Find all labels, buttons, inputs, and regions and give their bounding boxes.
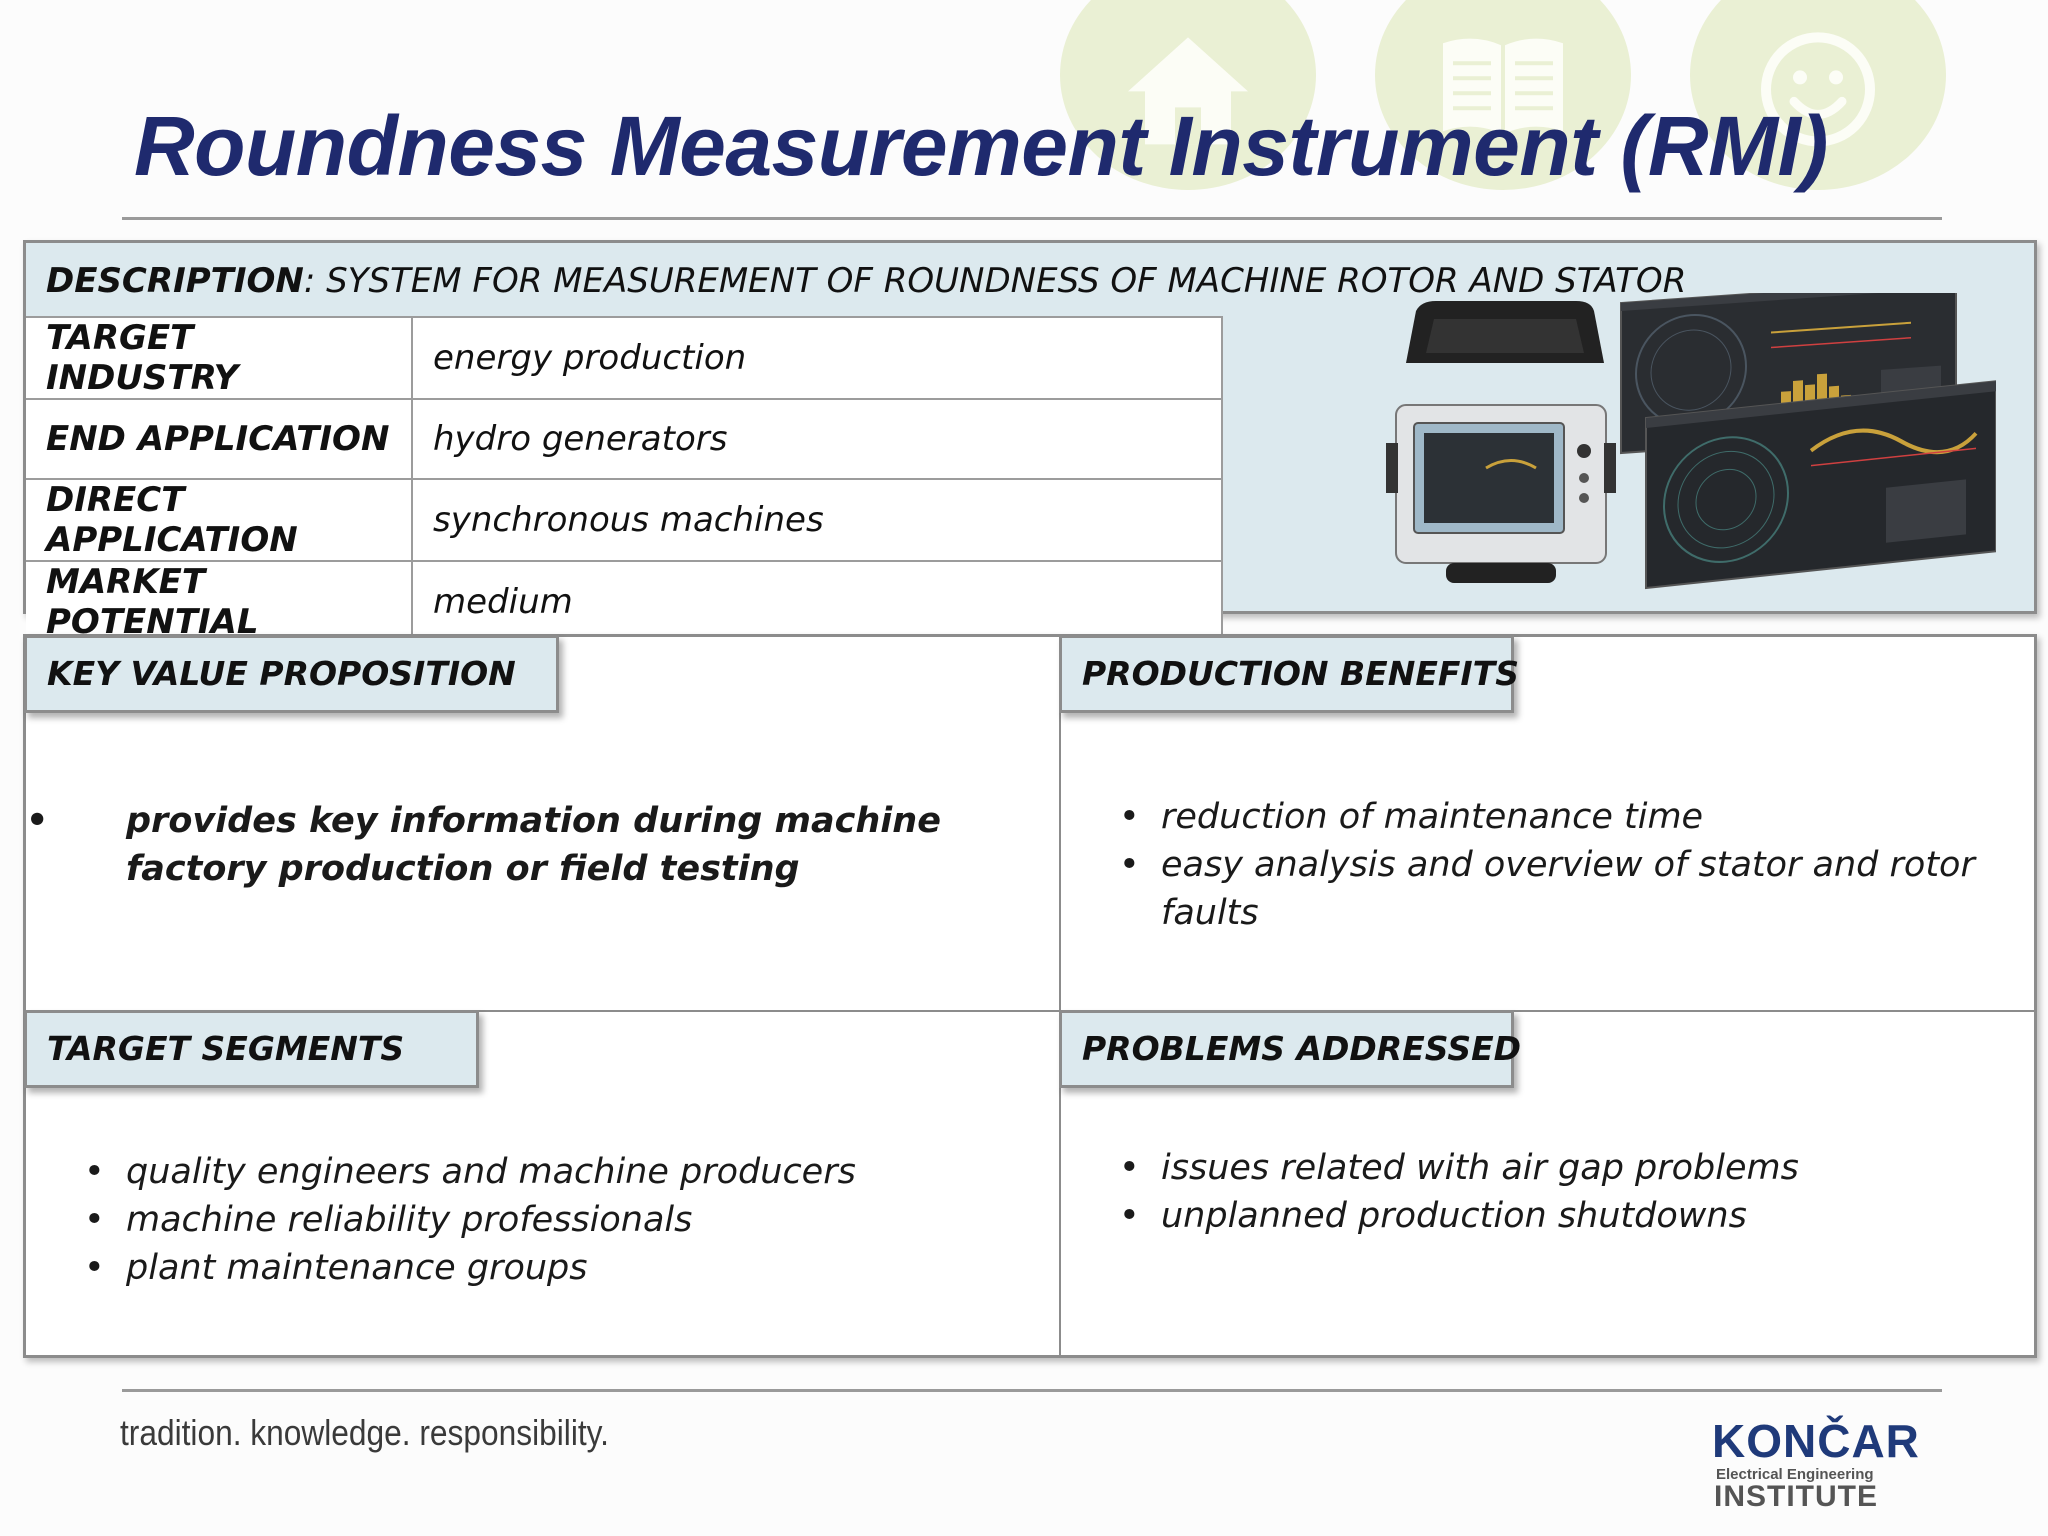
key-value-section: KEY VALUE PROPOSITION provides key infor…	[24, 635, 1061, 1012]
logo-name: KONČAR	[1712, 1415, 1920, 1467]
instrument-case	[1386, 301, 1616, 583]
smiley-icon	[1761, 32, 1875, 147]
row-value: synchronous machines	[411, 478, 1223, 562]
key-value-header: KEY VALUE PROPOSITION	[24, 635, 559, 713]
slide-title: Roundness Measurement Instrument (RMI)	[134, 99, 1828, 193]
table-row: DIRECT APPLICATION synchronous machines	[26, 478, 1223, 562]
deco-book-circle	[1375, 0, 1631, 190]
deco-smiley-circle	[1690, 0, 1946, 190]
target-segments-header: TARGET SEGMENTS	[24, 1010, 479, 1088]
logo-subtitle: Electrical Engineering	[1716, 1466, 1874, 1483]
details-panel: KEY VALUE PROPOSITION provides key infor…	[23, 634, 2037, 1358]
info-table: TARGET INDUSTRY energy production END AP…	[26, 316, 1223, 642]
list-item: reduction of maintenance time	[1119, 793, 2034, 841]
production-benefits-section: PRODUCTION BENEFITS reduction of mainten…	[1059, 635, 2034, 1012]
row-label: TARGET INDUSTRY	[26, 316, 413, 400]
title-divider	[122, 217, 1942, 220]
description-label: DESCRIPTION	[46, 261, 304, 301]
software-screen-front	[1645, 380, 1996, 590]
home-icon	[1128, 37, 1248, 145]
row-label: MARKET POTENTIAL	[26, 560, 413, 642]
row-label: DIRECT APPLICATION	[26, 478, 413, 562]
description-text: : SYSTEM FOR MEASUREMENT OF ROUNDNESS OF…	[303, 261, 1687, 301]
description: DESCRIPTION: SYSTEM FOR MEASUREMENT OF R…	[46, 261, 1686, 301]
list-item: unplanned production shutdowns	[1119, 1192, 1799, 1240]
key-value-list: provides key information during machine …	[26, 797, 968, 893]
problems-addressed-list: issues related with air gap problems unp…	[1119, 1144, 1799, 1240]
table-row: END APPLICATION hydro generators	[26, 398, 1223, 480]
row-value: medium	[411, 560, 1223, 642]
list-item: issues related with air gap problems	[1119, 1144, 1799, 1192]
footer-tagline: tradition. knowledge. responsibility.	[120, 1412, 609, 1453]
list-item: machine reliability professionals	[84, 1196, 856, 1244]
koncar-logo: KONČAR Electrical Engineering INSTITUTE	[1712, 1414, 1952, 1514]
deco-home-circle	[1060, 0, 1316, 190]
row-value: hydro generators	[411, 398, 1223, 480]
table-row: MARKET POTENTIAL medium	[26, 560, 1223, 642]
list-item: provides key information during machine …	[26, 797, 968, 893]
row-value: energy production	[411, 316, 1223, 400]
list-item: quality engineers and machine producers	[84, 1148, 856, 1196]
list-item: easy analysis and overview of stator and…	[1119, 841, 2034, 937]
list-item: plant maintenance groups	[84, 1244, 856, 1292]
info-panel: DESCRIPTION: SYSTEM FOR MEASUREMENT OF R…	[23, 240, 2037, 642]
book-icon	[1443, 38, 1563, 134]
production-benefits-list: reduction of maintenance time easy analy…	[1119, 793, 2034, 937]
product-image	[1386, 293, 1996, 590]
target-segments-section: TARGET SEGMENTS quality engineers and ma…	[24, 1010, 1061, 1355]
problems-addressed-header: PROBLEMS ADDRESSED	[1059, 1010, 1521, 1088]
footer-divider	[122, 1389, 1942, 1392]
table-row: TARGET INDUSTRY energy production	[26, 316, 1223, 400]
problems-addressed-section: PROBLEMS ADDRESSED issues related with a…	[1059, 1010, 2034, 1355]
logo-institute: INSTITUTE	[1714, 1480, 1878, 1513]
target-segments-list: quality engineers and machine producers …	[84, 1148, 856, 1292]
row-label: END APPLICATION	[26, 398, 413, 480]
production-benefits-header: PRODUCTION BENEFITS	[1059, 635, 1519, 713]
